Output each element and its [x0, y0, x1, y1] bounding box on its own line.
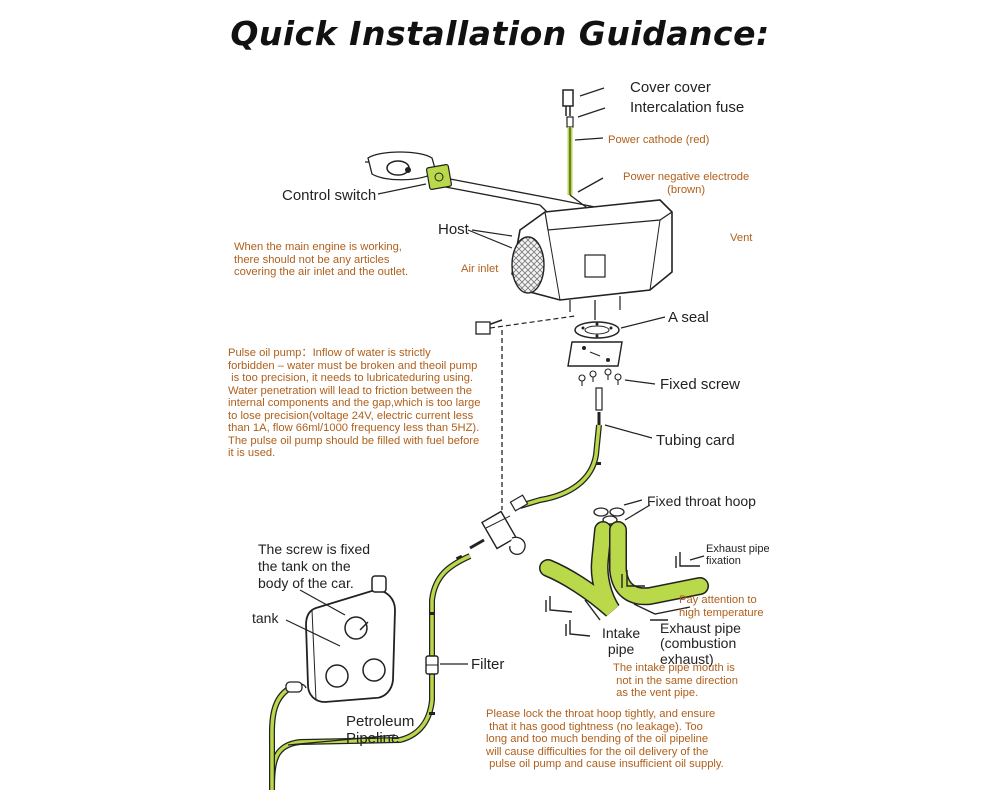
label-petroleum-pipeline: Petroleum Pipeline — [346, 713, 415, 748]
label-screw-fixed-tank: The screw is fixed the tank on the body … — [258, 541, 371, 591]
heater-fuel-connector — [595, 387, 653, 439]
note-power-cathode: Power cathode (red) — [608, 134, 710, 146]
fixed-screws — [578, 368, 656, 386]
host-heater — [471, 199, 673, 320]
throat-hoops — [593, 499, 643, 525]
note-high-temperature: Pay attention to high temperature — [679, 594, 764, 619]
label-exhaust-pipe: Exhaust pipe (combustion exhaust) — [660, 620, 741, 667]
note-throat-hoop: Please lock the throat hoop tightly, and… — [486, 708, 724, 771]
page-title: Quick Installation Guidance: — [230, 14, 770, 53]
note-vent: Vent — [730, 232, 753, 244]
exhaust-pipe — [609, 521, 709, 606]
intake-pipe — [539, 521, 620, 617]
pipe-fittings — [429, 462, 601, 715]
control-switch — [367, 151, 453, 195]
label-tubing-card: Tubing card — [656, 432, 735, 449]
pump-wire — [475, 315, 576, 510]
pulse-oil-pump — [469, 494, 529, 556]
pointer-lines — [467, 229, 513, 249]
label-intercalation-fuse: Intercalation fuse — [630, 99, 745, 116]
exhaust-clamps — [545, 552, 705, 637]
label-host: Host — [438, 221, 469, 238]
label-exhaust-fixation: Exhaust pipe fixation — [706, 543, 770, 567]
label-control-switch: Control switch — [282, 187, 377, 204]
fuel-pipeline — [268, 424, 602, 791]
note-intake-mouth: The intake pipe mouth is not in the same… — [613, 662, 738, 700]
fuse-assembly — [562, 87, 606, 195]
label-tank: tank — [252, 610, 279, 626]
label-a-seal: A seal — [668, 309, 709, 326]
filter — [425, 655, 468, 675]
label-fixed-throat-hoop: Fixed throat hoop — [647, 493, 756, 509]
note-power-negative: Power negative electrode (brown) — [623, 171, 750, 196]
note-main-engine: When the main engine is working, there s… — [234, 241, 409, 279]
note-air-inlet: Air inlet — [461, 263, 499, 275]
label-fixed-screw: Fixed screw — [660, 376, 741, 393]
label-intake-pipe: Intake pipe — [602, 625, 641, 658]
label-filter: Filter — [471, 656, 505, 673]
seal — [574, 316, 666, 339]
label-cover-cover: Cover cover — [630, 79, 711, 96]
note-pulse-pump: Pulse oil pump：Inflow of water is strict… — [228, 347, 481, 460]
fuel-tank — [285, 575, 396, 703]
mounting-plate — [567, 341, 623, 367]
